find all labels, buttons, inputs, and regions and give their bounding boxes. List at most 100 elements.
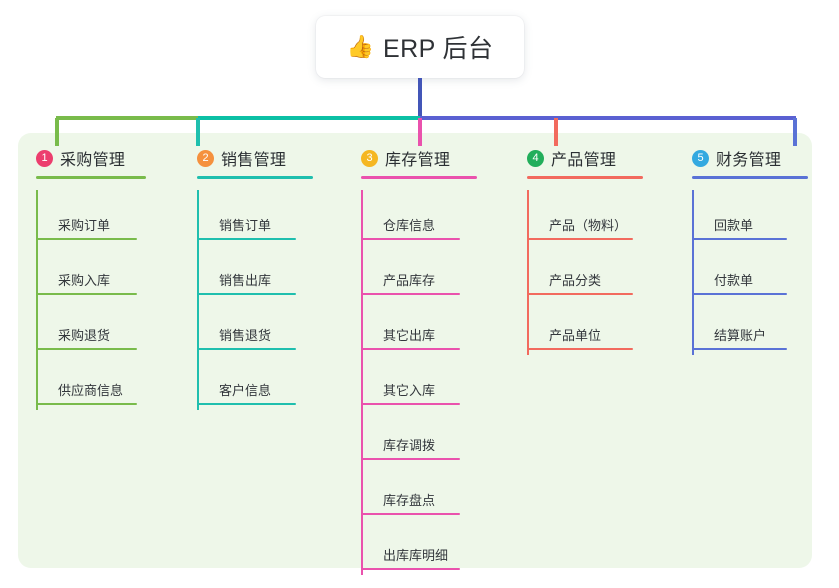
tree-item-label: 销售出库 — [219, 273, 272, 288]
tree-item-label: 产品库存 — [383, 273, 436, 288]
tree-item[interactable]: 库存盘点 — [361, 465, 477, 520]
tree-item-underline — [527, 238, 633, 240]
tree-item[interactable]: 出库库明细 — [361, 520, 477, 575]
tree-item-underline — [361, 293, 460, 295]
tree-item[interactable]: 供应商信息 — [36, 355, 146, 410]
tree-item[interactable]: 其它出库 — [361, 300, 477, 355]
tree-item-connector — [361, 410, 363, 465]
column-header-1[interactable]: 1 采购管理 — [36, 146, 146, 170]
tree-item-label: 采购退货 — [58, 328, 111, 343]
tree-item-label: 其它出库 — [383, 328, 436, 343]
column-items: 销售订单销售出库销售退货客户信息 — [197, 190, 313, 410]
tree-item[interactable]: 付款单 — [692, 245, 808, 300]
tree-item-underline — [692, 348, 787, 350]
tree-item-underline — [197, 348, 296, 350]
tree-item-connector — [361, 355, 363, 410]
tree-item-connector — [36, 190, 38, 245]
tree-item[interactable]: 采购入库 — [36, 245, 146, 300]
tree-item-connector — [692, 190, 694, 245]
tree-item-underline — [527, 293, 633, 295]
tree-item-label: 出库库明细 — [383, 548, 449, 563]
tree-item[interactable]: 产品分类 — [527, 245, 643, 300]
tree-item[interactable]: 销售退货 — [197, 300, 313, 355]
tree-item-connector — [197, 355, 199, 410]
tree-item[interactable]: 产品单位 — [527, 300, 643, 355]
tree-item-label: 销售退货 — [219, 328, 272, 343]
tree-item-label: 库存调拨 — [383, 438, 436, 453]
root-node-content: 👍 ERP 后台 — [347, 29, 494, 65]
root-node-title: ERP 后台 — [383, 35, 494, 63]
root-node-card[interactable]: 👍 ERP 后台 — [316, 16, 524, 78]
tree-item[interactable]: 采购订单 — [36, 190, 146, 245]
tree-item-label: 其它入库 — [383, 383, 436, 398]
tree-item[interactable]: 库存调拨 — [361, 410, 477, 465]
column-items: 回款单付款单结算账户 — [692, 190, 808, 355]
tree-item[interactable]: 回款单 — [692, 190, 808, 245]
column-title: 库存管理 — [385, 152, 451, 169]
tree-item[interactable]: 销售出库 — [197, 245, 313, 300]
column-header-underline — [527, 176, 643, 179]
thumbs-up-icon: 👍 — [346, 34, 375, 59]
tree-item-connector — [527, 190, 529, 245]
column-header-underline — [197, 176, 313, 179]
column-number-badge: 2 — [197, 149, 214, 167]
tree-item-connector — [692, 300, 694, 355]
column-title: 销售管理 — [221, 152, 287, 169]
column-items: 采购订单采购入库采购退货供应商信息 — [36, 190, 146, 410]
column-header-underline — [36, 176, 146, 179]
tree-item-connector — [361, 190, 363, 245]
column-title: 采购管理 — [60, 152, 126, 169]
column-items: 产品（物料） 产品分类产品单位 — [527, 190, 643, 355]
column-title: 产品管理 — [551, 152, 617, 169]
tree-item-connector — [197, 300, 199, 355]
tree-item-connector — [197, 190, 199, 245]
tree-item[interactable]: 产品（物料） — [527, 190, 643, 245]
tree-item-connector — [36, 300, 38, 355]
tree-item-underline — [197, 238, 296, 240]
tree-item-underline — [36, 348, 137, 350]
tree-item-underline — [36, 293, 137, 295]
tree-item-connector — [197, 245, 199, 300]
content-panel — [18, 133, 812, 568]
tree-item[interactable]: 采购退货 — [36, 300, 146, 355]
tree-item-underline — [36, 403, 137, 405]
column-items: 仓库信息产品库存其它出库其它入库库存调拨库存盘点出库库明细 — [361, 190, 477, 575]
tree-item-label: 采购订单 — [58, 218, 111, 233]
column-1: 1 采购管理采购订单采购入库采购退货供应商信息 — [36, 146, 146, 410]
tree-item-label: 库存盘点 — [383, 493, 436, 508]
tree-item-label: 产品单位 — [549, 328, 602, 343]
tree-item-connector — [36, 245, 38, 300]
tree-item[interactable]: 产品库存 — [361, 245, 477, 300]
tree-item-underline — [361, 403, 460, 405]
tree-item-underline — [197, 293, 296, 295]
tree-item[interactable]: 客户信息 — [197, 355, 313, 410]
tree-item-label: 销售订单 — [219, 218, 272, 233]
tree-item-underline — [361, 348, 460, 350]
tree-item-label: 客户信息 — [219, 383, 272, 398]
tree-item-connector — [361, 520, 363, 575]
tree-item-underline — [361, 458, 460, 460]
tree-item[interactable]: 其它入库 — [361, 355, 477, 410]
tree-item-label: 采购入库 — [58, 273, 111, 288]
tree-item[interactable]: 结算账户 — [692, 300, 808, 355]
tree-item-underline — [361, 238, 460, 240]
tree-item-label: 产品（物料） — [549, 218, 628, 233]
tree-item-underline — [36, 238, 137, 240]
tree-item-underline — [527, 348, 633, 350]
tree-item-connector — [361, 245, 363, 300]
column-2: 2 销售管理销售订单销售出库销售退货客户信息 — [197, 146, 313, 410]
tree-item[interactable]: 销售订单 — [197, 190, 313, 245]
tree-item[interactable]: 仓库信息 — [361, 190, 477, 245]
tree-item-connector — [36, 355, 38, 410]
tree-item-underline — [361, 513, 460, 515]
column-number-badge: 1 — [36, 149, 53, 167]
column-header-2[interactable]: 2 销售管理 — [197, 146, 313, 170]
tree-item-connector — [361, 465, 363, 520]
tree-item-connector — [527, 300, 529, 355]
tree-item-underline — [361, 568, 460, 570]
